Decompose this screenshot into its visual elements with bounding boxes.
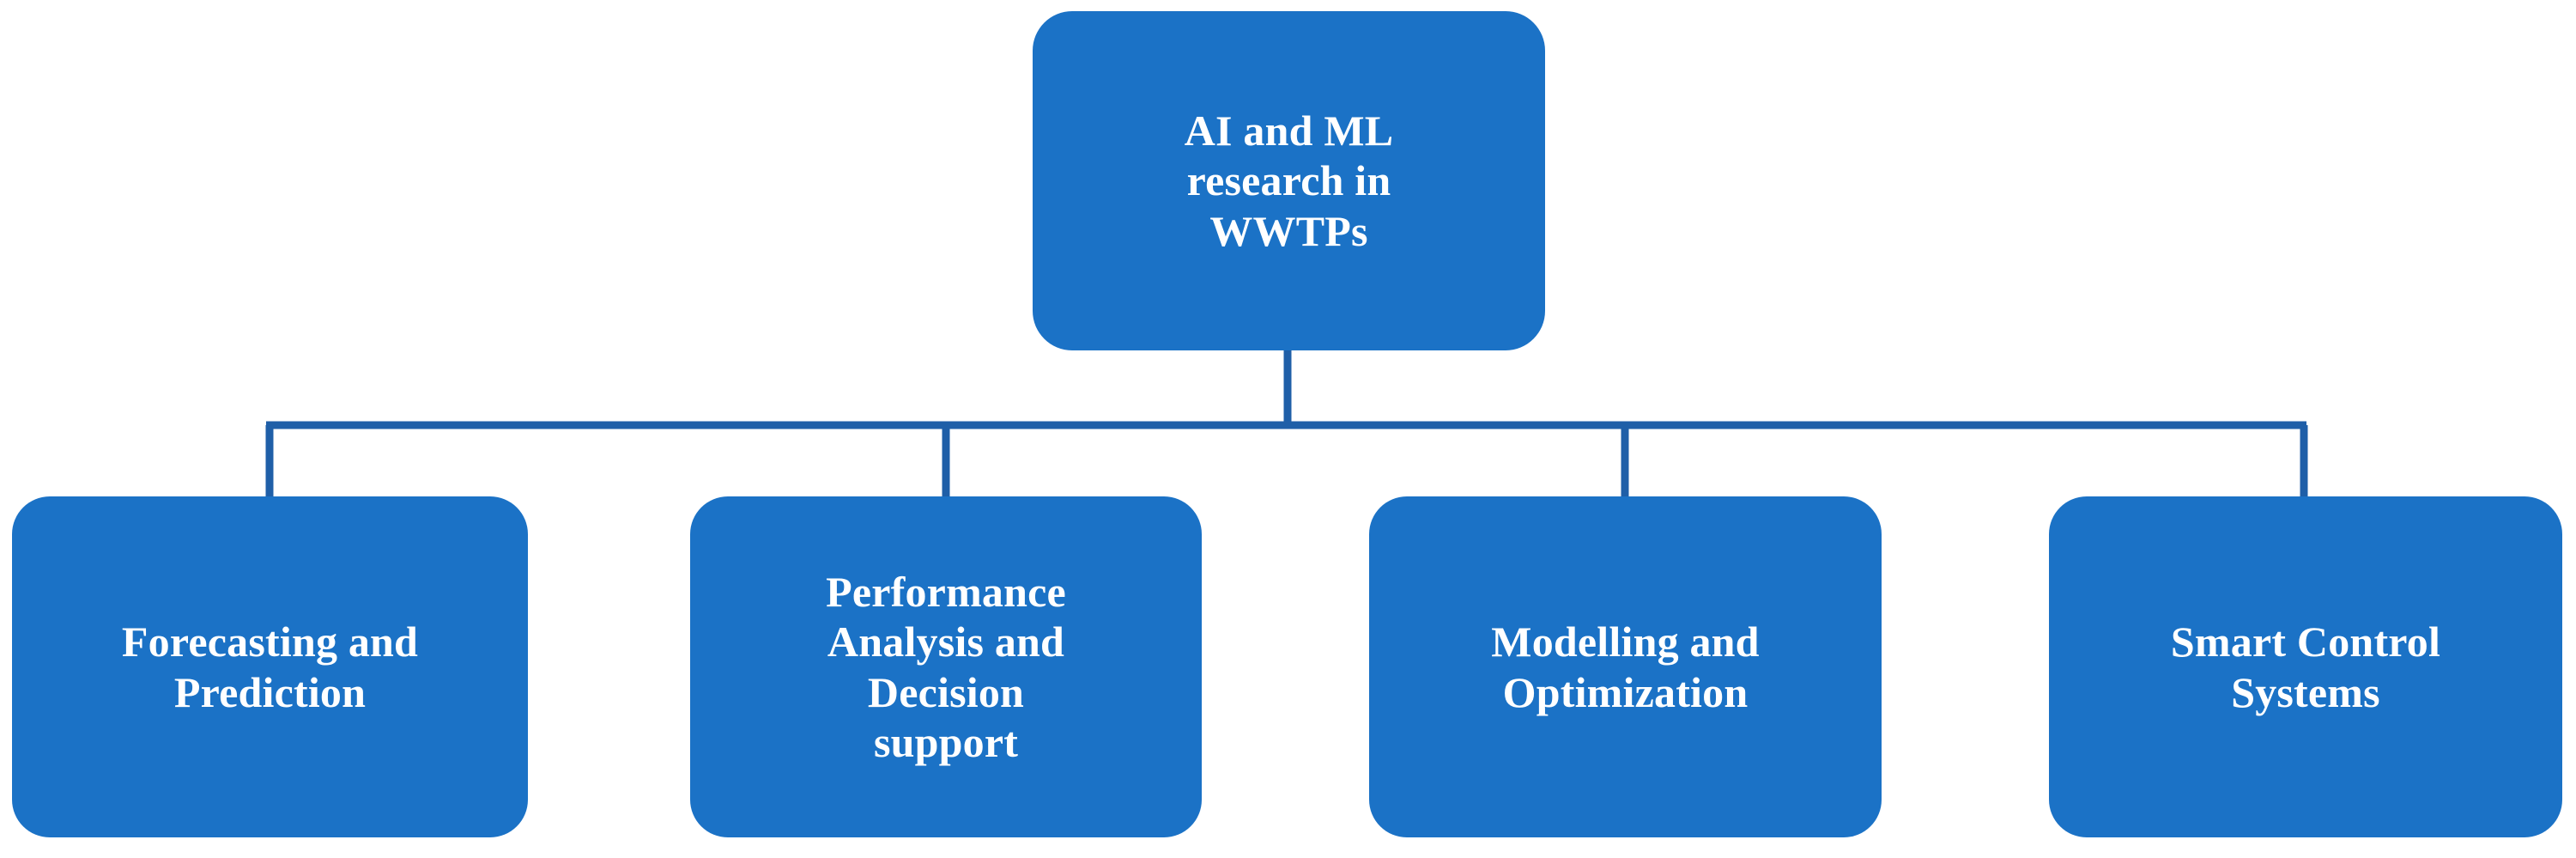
node-child-0-label: Forecasting and Prediction	[121, 618, 419, 716]
node-child-1-label: Performance Analysis and Decision suppor…	[826, 567, 1066, 767]
node-smart-control-systems[interactable]: Smart Control Systems	[2049, 496, 2562, 837]
node-child-2-label: Modelling and Optimization	[1491, 618, 1760, 716]
node-root-label: AI and ML research in WWTPs	[1184, 106, 1394, 255]
node-performance-analysis-and-decision-support[interactable]: Performance Analysis and Decision suppor…	[690, 496, 1202, 837]
node-modelling-and-optimization[interactable]: Modelling and Optimization	[1369, 496, 1882, 837]
node-child-3-label: Smart Control Systems	[2170, 618, 2441, 716]
node-root[interactable]: AI and ML research in WWTPs	[1033, 11, 1545, 350]
node-forecasting-and-prediction[interactable]: Forecasting and Prediction	[12, 496, 528, 837]
